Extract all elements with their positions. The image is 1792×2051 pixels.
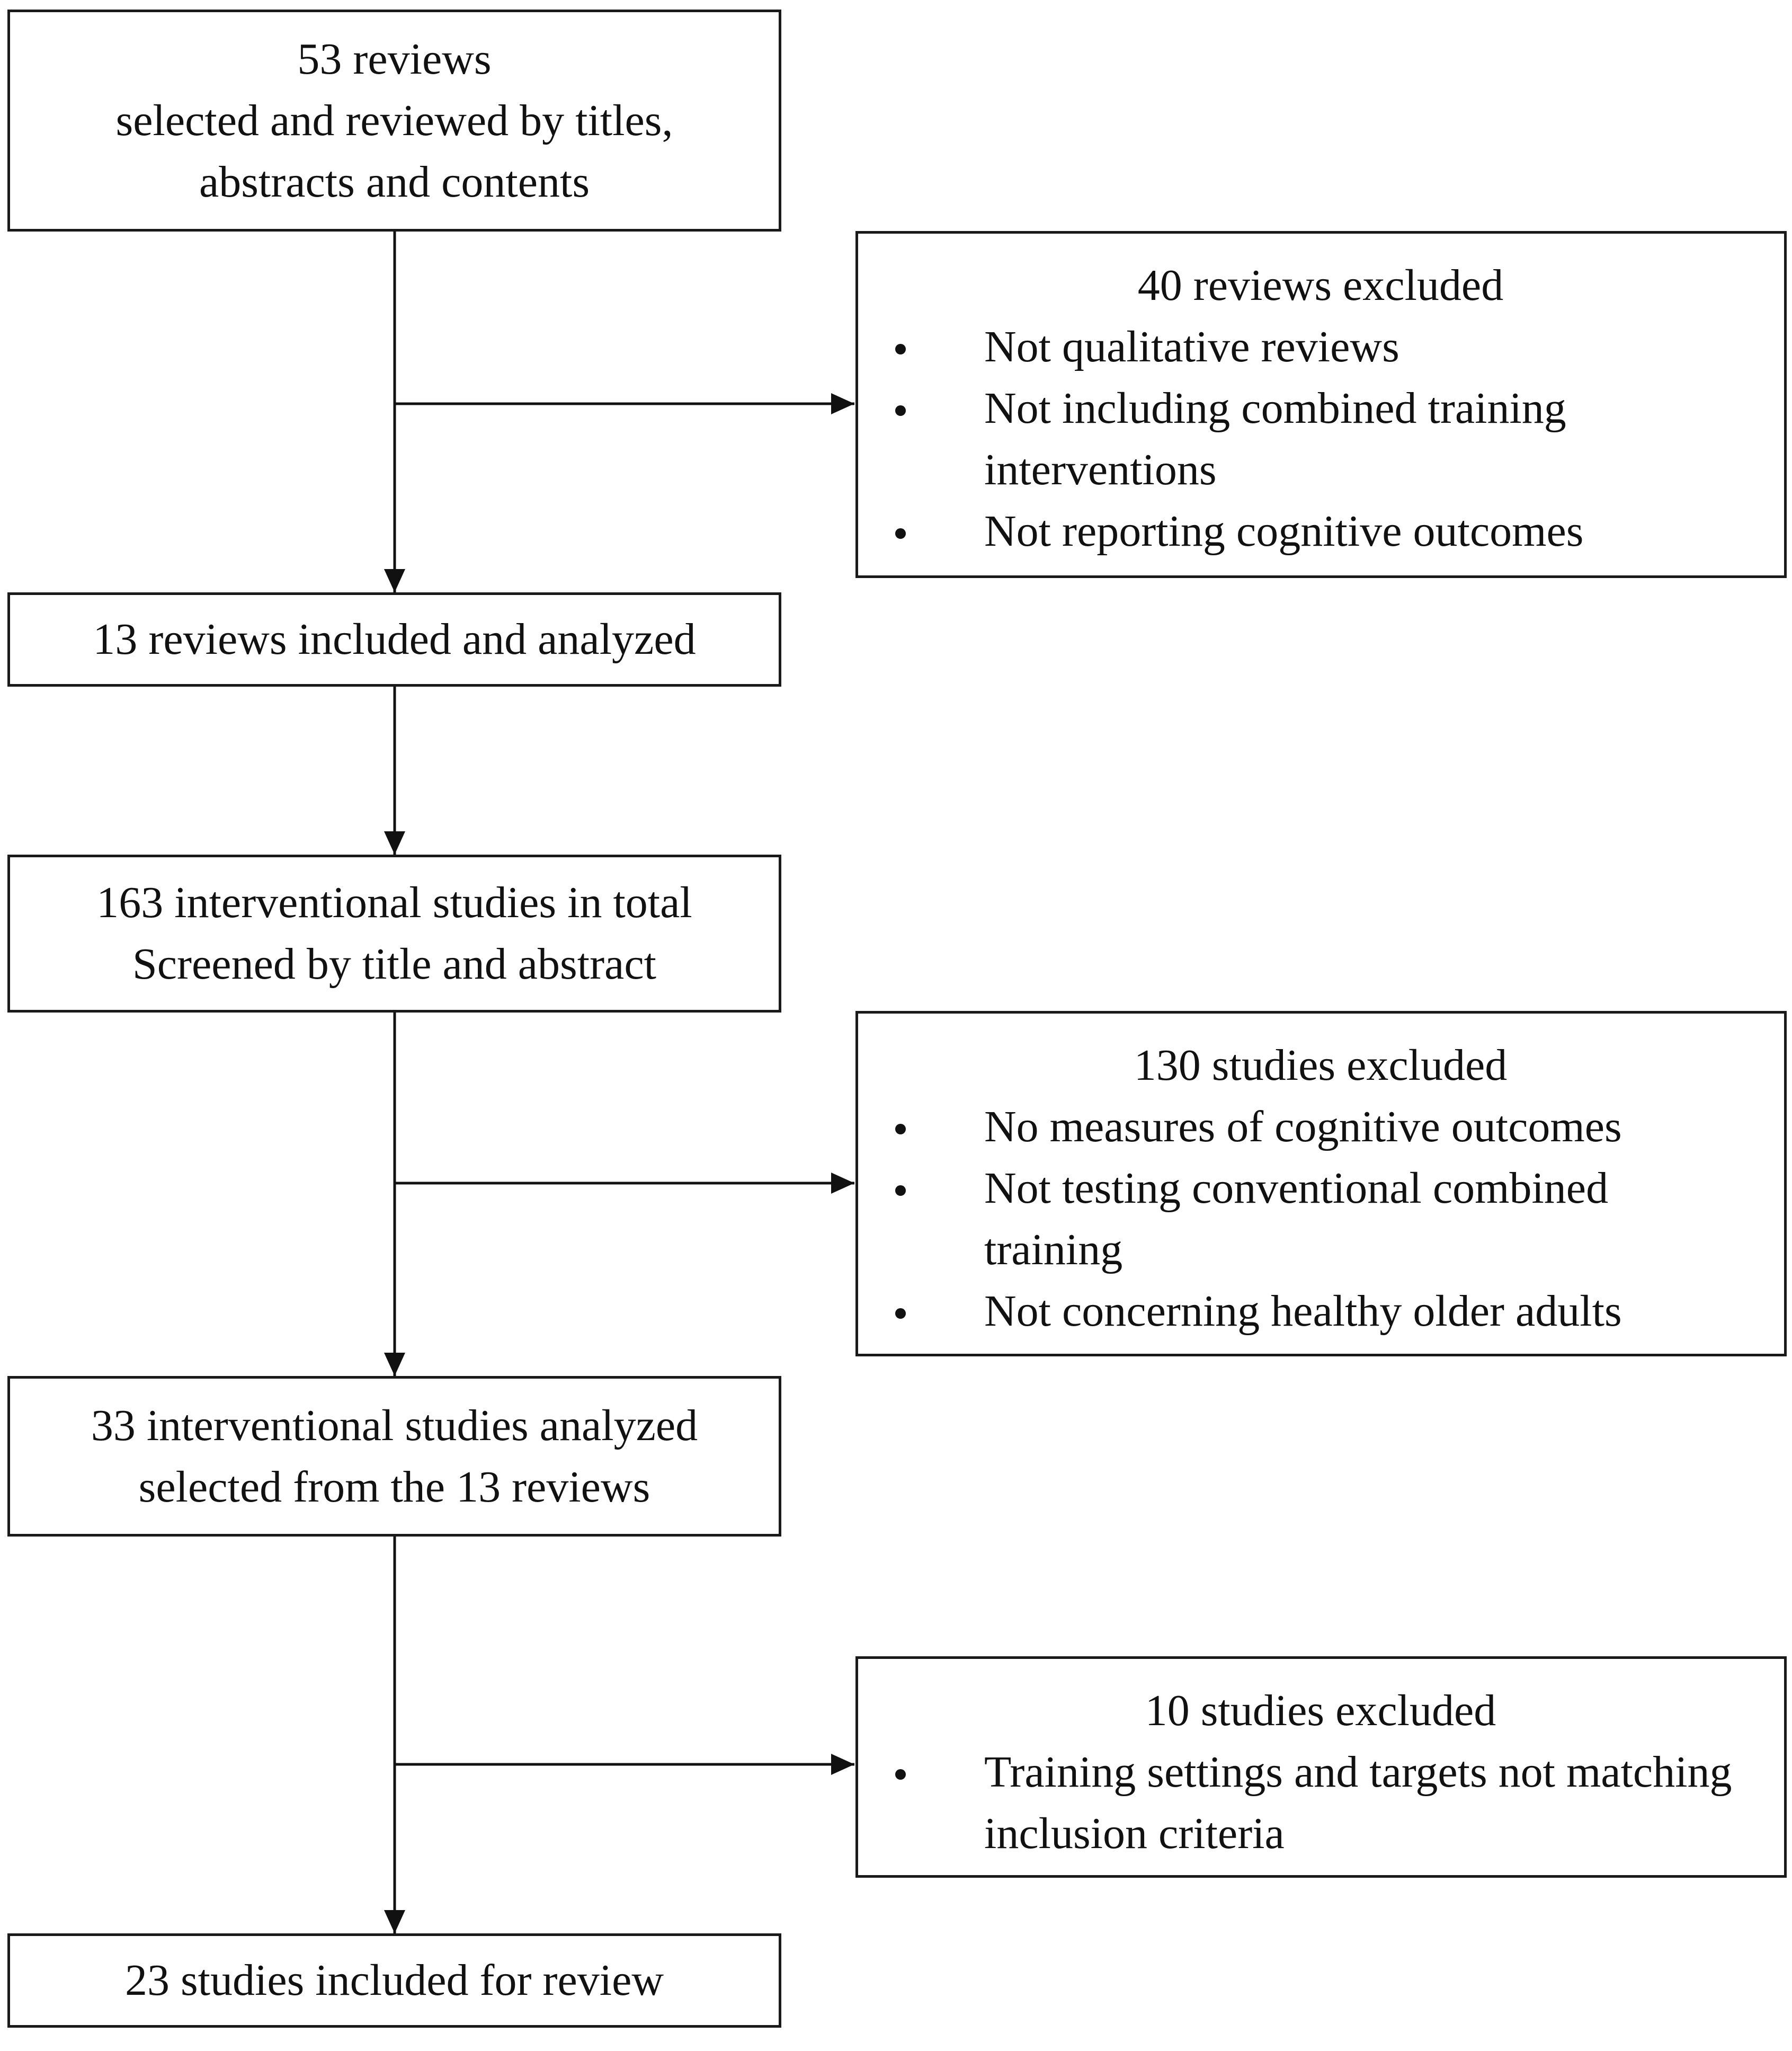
exclusion3-item: Training settings and targets not matchi…: [889, 1742, 1752, 1864]
exclusion3-list: Training settings and targets not matchi…: [889, 1742, 1752, 1864]
step1-line-3: abstracts and contents: [199, 157, 590, 207]
step3-box: 163 interventional studies in total Scre…: [7, 855, 781, 1013]
step2-line-1: 13 reviews included and analyzed: [93, 615, 696, 664]
exclusion2-list: No measures of cognitive outcomes Not te…: [889, 1096, 1752, 1342]
step1-line-1: 53 reviews: [297, 34, 492, 84]
exclusion1-box: 40 reviews excluded Not qualitative revi…: [855, 231, 1787, 578]
exclusion2-item: Not testing conventional combined traini…: [889, 1158, 1752, 1281]
step2-box: 13 reviews included and analyzed: [7, 592, 781, 687]
exclusion3-title: 10 studies excluded: [1145, 1686, 1496, 1735]
step5-box: 23 studies included for review: [7, 1933, 781, 2028]
step4-box: 33 interventional studies analyzed selec…: [7, 1376, 781, 1537]
exclusion1-title: 40 reviews excluded: [1137, 261, 1504, 310]
exclusion1-item: Not including combined training interven…: [889, 378, 1752, 501]
step3-line-1: 163 interventional studies in total: [96, 878, 692, 927]
exclusion2-item: No measures of cognitive outcomes: [889, 1096, 1752, 1158]
exclusion2-title: 130 studies excluded: [1134, 1041, 1508, 1090]
exclusion3-box: 10 studies excluded Training settings an…: [855, 1656, 1787, 1878]
exclusion1-item: Not qualitative reviews: [889, 316, 1752, 378]
step4-line-2: selected from the 13 reviews: [138, 1462, 650, 1512]
step5-line-1: 23 studies included for review: [124, 1956, 664, 2005]
step3-line-2: Screened by title and abstract: [132, 939, 656, 989]
exclusion1-item: Not reporting cognitive outcomes: [889, 501, 1752, 562]
exclusion1-list: Not qualitative reviews Not including co…: [889, 316, 1752, 562]
exclusion2-box: 130 studies excluded No measures of cogn…: [855, 1011, 1787, 1356]
step1-box: 53 reviews selected and reviewed by titl…: [7, 10, 781, 232]
exclusion2-item: Not concerning healthy older adults: [889, 1281, 1752, 1342]
step1-line-2: selected and reviewed by titles,: [115, 95, 673, 145]
step4-line-1: 33 interventional studies analyzed: [91, 1400, 698, 1450]
